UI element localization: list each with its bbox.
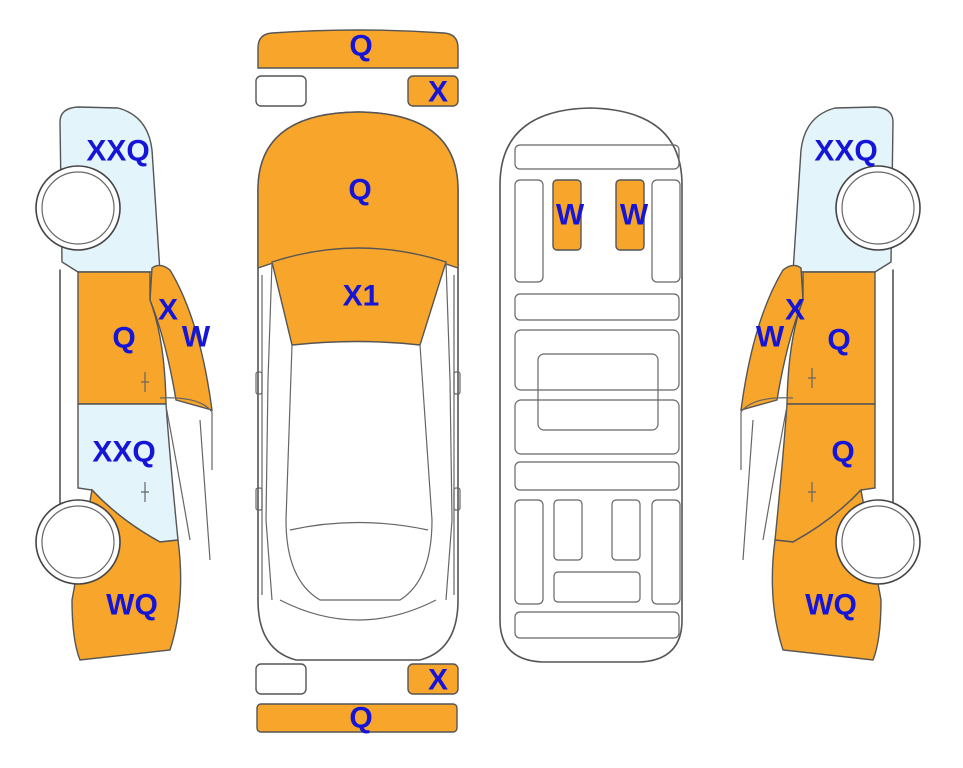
hood-code: Q — [348, 174, 371, 207]
front-parts — [255, 29, 459, 107]
rear-left-light[interactable] — [255, 663, 307, 695]
left-front-door-code: Q — [112, 322, 135, 355]
right-front-wheel — [835, 165, 921, 251]
car-underbody-view — [499, 107, 683, 663]
car-right-side-view — [740, 106, 921, 661]
right-mirror-code: X — [785, 294, 805, 327]
right-mirror-panel[interactable] — [740, 264, 804, 411]
rear-right-light-code: X — [428, 664, 448, 697]
windshield-code: X1 — [343, 280, 380, 313]
car-top-view — [255, 111, 461, 661]
right-pillar-code: W — [756, 321, 785, 354]
right-rear-wheel — [835, 499, 921, 585]
left-rear-wheel — [35, 499, 121, 585]
right-rear-door-code: Q — [831, 436, 854, 469]
left-rear-window-code: XXQ — [92, 436, 155, 469]
left-pillar-code: W — [182, 321, 211, 354]
left-mirror-code: X — [158, 294, 178, 327]
left-front-wheel — [35, 165, 121, 251]
roof-right-panel[interactable] — [615, 179, 645, 251]
roof-right-code: W — [620, 199, 649, 232]
left-mirror-panel[interactable] — [149, 264, 213, 411]
rear-right-light[interactable] — [407, 663, 459, 695]
rear-parts — [255, 663, 459, 733]
damage-code-labels: Q X Q X1 W W X Q XXQ Q X W XXQ WQ XXQ X … — [86, 30, 877, 735]
left-windows-code: XXQ — [86, 135, 149, 168]
car-left-side-view — [35, 106, 213, 661]
rear-bumper-code: Q — [349, 702, 372, 735]
right-rear-quarter-code: WQ — [805, 589, 857, 622]
left-rear-quarter-code: WQ — [106, 589, 158, 622]
front-bumper-code: Q — [349, 30, 372, 63]
underbody-outline — [499, 107, 683, 663]
front-right-light-code: X — [428, 76, 448, 109]
roof-left-code: W — [556, 199, 585, 232]
right-windows-code: XXQ — [814, 135, 877, 168]
right-front-door-code: Q — [827, 324, 850, 357]
rear-bumper[interactable] — [256, 703, 458, 733]
roof-left-panel[interactable] — [552, 179, 582, 251]
front-right-light[interactable] — [407, 75, 459, 107]
front-bumper[interactable] — [257, 29, 459, 69]
front-left-light[interactable] — [255, 75, 307, 107]
